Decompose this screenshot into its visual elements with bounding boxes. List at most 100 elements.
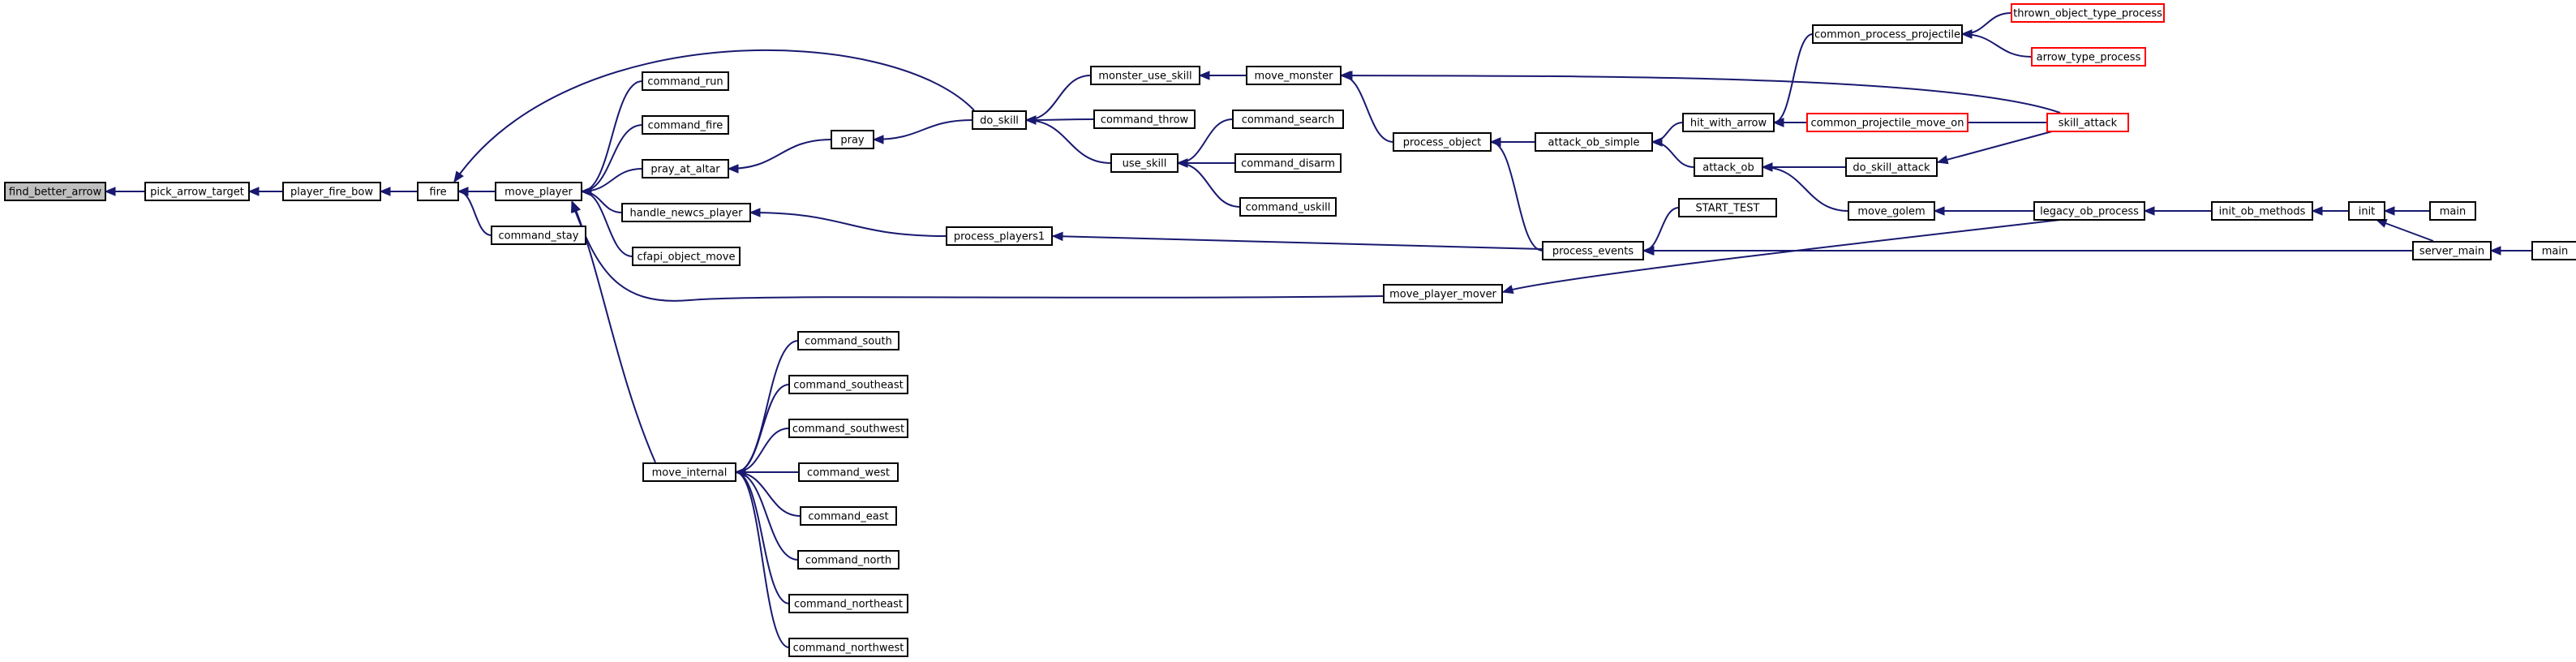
node-move-golem[interactable]: move_golem [1848, 201, 1935, 221]
node-arrow-type-process[interactable]: arrow_type_process [2031, 47, 2146, 67]
node-box[interactable] [642, 71, 729, 91]
node-box[interactable] [1848, 201, 1935, 221]
node-box[interactable] [2412, 241, 2492, 260]
node-box[interactable] [2211, 201, 2313, 221]
node-box[interactable] [2031, 47, 2146, 67]
node-box[interactable] [831, 130, 874, 149]
node-box[interactable] [1678, 198, 1777, 217]
node-box[interactable] [2046, 113, 2129, 132]
node-command-south[interactable]: command_south [797, 331, 899, 350]
node-process-events[interactable]: process_events [1542, 241, 1644, 260]
node-skill-attack[interactable]: skill_attack [2046, 113, 2129, 132]
node-command-disarm[interactable]: command_disarm [1234, 153, 1342, 173]
node-box[interactable] [1812, 24, 1963, 44]
node-legacy-ob-process[interactable]: legacy_ob_process [2033, 201, 2145, 221]
node-common-process-projectile[interactable]: common_process_projectile [1812, 24, 1963, 44]
node-box[interactable] [788, 638, 908, 657]
node-box[interactable] [1093, 110, 1196, 129]
node-box[interactable] [797, 550, 899, 570]
node-START-TEST[interactable]: START_TEST [1678, 198, 1777, 217]
node-box[interactable] [1535, 132, 1653, 152]
node-pray-at-altar[interactable]: pray_at_altar [642, 159, 729, 178]
node-main-2[interactable]: main [2531, 241, 2576, 260]
node-hit-with-arrow[interactable]: hit_with_arrow [1682, 113, 1775, 132]
node-cfapi-object-move[interactable]: cfapi_object_move [632, 247, 741, 266]
node-box[interactable] [2011, 3, 2165, 23]
node-box[interactable] [800, 506, 897, 526]
node-monster-use-skill[interactable]: monster_use_skill [1090, 66, 1200, 85]
node-command-run[interactable]: command_run [642, 71, 729, 91]
node-box[interactable] [798, 462, 899, 482]
node-pick-arrow-target[interactable]: pick_arrow_target [144, 182, 250, 201]
node-move-player[interactable]: move_player [495, 182, 582, 201]
node-box[interactable] [632, 247, 741, 266]
node-pray[interactable]: pray [831, 130, 874, 149]
node-command-stay[interactable]: command_stay [491, 226, 586, 245]
node-box[interactable] [144, 182, 250, 201]
node-init[interactable]: init [2348, 201, 2385, 221]
node-box[interactable] [1234, 153, 1342, 173]
node-find-better-arrow[interactable]: find_better_arrow [4, 182, 106, 201]
node-box[interactable] [1682, 113, 1775, 132]
node-init-ob-methods[interactable]: init_ob_methods [2211, 201, 2313, 221]
node-box[interactable] [621, 203, 751, 222]
node-process-players1[interactable]: process_players1 [946, 226, 1053, 246]
node-box[interactable] [642, 115, 729, 135]
node-use-skill[interactable]: use_skill [1110, 153, 1179, 173]
node-command-east[interactable]: command_east [800, 506, 897, 526]
node-box[interactable] [1694, 157, 1763, 177]
node-common-projectile-move-on[interactable]: common_projectile_move_on [1806, 113, 1968, 132]
node-box[interactable] [946, 226, 1053, 246]
node-box[interactable] [1110, 153, 1179, 173]
node-box[interactable] [1239, 197, 1337, 217]
node-box[interactable] [282, 182, 381, 201]
node-move-player-mover[interactable]: move_player_mover [1383, 284, 1503, 303]
node-server-main[interactable]: server_main [2412, 241, 2492, 260]
node-box[interactable] [2348, 201, 2385, 221]
node-box[interactable] [1393, 132, 1492, 152]
node-box[interactable] [788, 419, 908, 438]
node-box[interactable] [1542, 241, 1644, 260]
node-command-southeast[interactable]: command_southeast [788, 375, 908, 394]
node-command-northwest[interactable]: command_northwest [788, 638, 908, 657]
node-do-skill-attack[interactable]: do_skill_attack [1845, 157, 1938, 177]
node-box[interactable] [1232, 110, 1344, 129]
node-command-uskill[interactable]: command_uskill [1239, 197, 1337, 217]
node-handle-newcs-player[interactable]: handle_newcs_player [621, 203, 751, 222]
node-command-fire[interactable]: command_fire [642, 115, 729, 135]
node-command-southwest[interactable]: command_southwest [788, 419, 908, 438]
node-command-north[interactable]: command_north [797, 550, 899, 570]
node-main-1[interactable]: main [2429, 201, 2476, 221]
node-command-throw[interactable]: command_throw [1093, 110, 1196, 129]
node-command-west[interactable]: command_west [798, 462, 899, 482]
node-box[interactable] [788, 594, 908, 613]
node-box[interactable] [2429, 201, 2476, 221]
node-attack-ob[interactable]: attack_ob [1694, 157, 1763, 177]
node-player-fire-bow[interactable]: player_fire_bow [282, 182, 381, 201]
node-box[interactable] [417, 182, 459, 201]
node-box[interactable] [642, 462, 736, 482]
node-move-internal[interactable]: move_internal [642, 462, 736, 482]
node-box[interactable] [642, 159, 729, 178]
node-box[interactable] [2033, 201, 2145, 221]
node-box[interactable] [491, 226, 586, 245]
node-box[interactable] [797, 331, 899, 350]
node-thrown-object-type-process[interactable]: thrown_object_type_process [2011, 3, 2165, 23]
node-box[interactable] [1845, 157, 1938, 177]
node-fire[interactable]: fire [417, 182, 459, 201]
node-box[interactable] [1806, 113, 1968, 132]
node-box[interactable] [1246, 66, 1342, 85]
node-box[interactable] [495, 182, 582, 201]
node-box[interactable] [972, 110, 1027, 130]
node-process-object[interactable]: process_object [1393, 132, 1492, 152]
node-command-northeast[interactable]: command_northeast [788, 594, 908, 613]
node-box[interactable] [1090, 66, 1200, 85]
node-box[interactable] [1383, 284, 1503, 303]
node-box[interactable] [788, 375, 908, 394]
node-box[interactable] [4, 182, 106, 201]
node-move-monster[interactable]: move_monster [1246, 66, 1342, 85]
node-command-search[interactable]: command_search [1232, 110, 1344, 129]
node-attack-ob-simple[interactable]: attack_ob_simple [1535, 132, 1653, 152]
node-do-skill[interactable]: do_skill [972, 110, 1027, 130]
node-box[interactable] [2531, 241, 2576, 260]
